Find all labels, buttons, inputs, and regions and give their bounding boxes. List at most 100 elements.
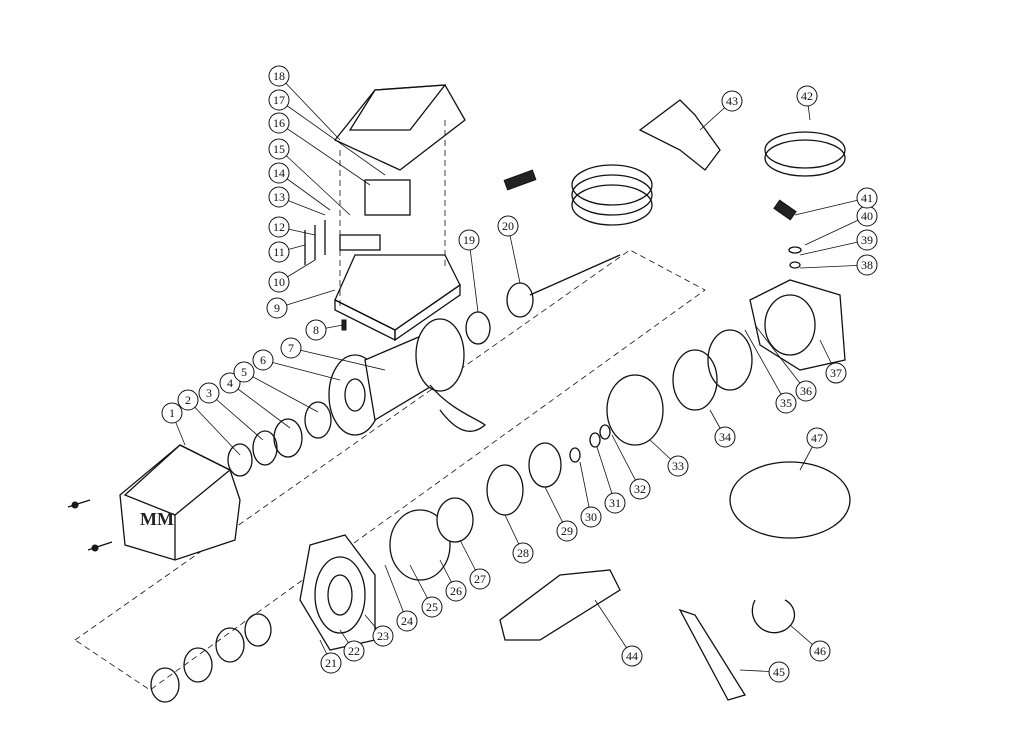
part-callout: 19 [458, 229, 480, 313]
callout-circle [604, 492, 626, 514]
part-callout: 8 [305, 319, 344, 341]
part-callout: 27 [459, 539, 491, 590]
callout-number: 40 [861, 209, 873, 223]
callout-number: 3 [206, 386, 212, 400]
part-callout: 39 [799, 229, 878, 256]
control-box-assembly [304, 84, 466, 342]
callout-circle [795, 380, 817, 402]
part-callout: 40 [804, 205, 878, 246]
callout-number: 37 [830, 366, 842, 380]
callout-circle [268, 271, 290, 293]
callout-number: 30 [585, 510, 597, 524]
callout-circle [198, 382, 220, 404]
callout-circle [268, 138, 290, 160]
part-callout: 11 [268, 241, 306, 263]
callout-circle [268, 65, 290, 87]
end-housing: MM [67, 444, 241, 561]
callout-circle [161, 402, 183, 424]
part-callout: 12 [268, 216, 316, 238]
callout-circle [266, 297, 288, 319]
leader-line [804, 215, 868, 246]
part-callout: 2 [177, 389, 241, 456]
callout-number: 42 [801, 89, 813, 103]
part-callout: 46 [789, 624, 831, 662]
callout-circle [396, 610, 418, 632]
leader-line [754, 324, 807, 392]
callout-circle [809, 640, 831, 662]
callout-number: 22 [348, 644, 360, 658]
callout-circle [305, 319, 327, 341]
part-callout: 45 [739, 661, 790, 683]
callout-circle [856, 187, 878, 209]
leader-line [243, 371, 319, 413]
callout-number: 23 [377, 629, 389, 643]
callout-number: 41 [861, 191, 873, 205]
leader-line [229, 382, 291, 429]
callout-number: 43 [726, 94, 738, 108]
callout-circle [556, 520, 578, 542]
callout-number: 45 [773, 665, 785, 679]
gearbox-end-plate [150, 534, 376, 703]
callout-number: 24 [401, 614, 413, 628]
part-callout: 26 [439, 559, 467, 602]
callout-number: 34 [719, 430, 731, 444]
part-callout: 23 [364, 614, 394, 647]
callout-number: 18 [273, 69, 285, 83]
part-callout: 5 [233, 361, 319, 413]
callout-number: 5 [241, 365, 247, 379]
callout-circle [233, 361, 255, 383]
logo-mark: MM [140, 509, 174, 529]
callout-number: 33 [672, 459, 684, 473]
part-callout: 33 [649, 439, 689, 477]
leader-line [799, 239, 868, 256]
callout-circle [320, 652, 342, 674]
callout-circle [268, 186, 290, 208]
part-callout: 25 [409, 564, 443, 618]
callout-circle [469, 568, 491, 590]
callout-number: 38 [861, 258, 873, 272]
callout-number: 20 [502, 219, 514, 233]
part-callout: 6 [252, 349, 341, 381]
callout-circle [856, 254, 878, 276]
part-callout: 32 [611, 434, 651, 500]
callout-circle [268, 216, 290, 238]
accessories [499, 461, 851, 701]
callout-number: 46 [814, 644, 826, 658]
callout-circle [268, 241, 290, 263]
leader-line [468, 239, 479, 313]
part-callout: 34 [709, 409, 736, 448]
part-callout: 30 [579, 461, 602, 528]
part-callout: 3 [198, 382, 264, 441]
callout-number: 13 [273, 190, 285, 204]
part-callout: 15 [268, 138, 351, 216]
leader-line [290, 347, 386, 371]
part-callout: 22 [339, 629, 365, 662]
callout-number: 10 [273, 275, 285, 289]
callout-number: 4 [227, 376, 233, 390]
callout-number: 11 [273, 245, 285, 259]
callout-circle [268, 112, 290, 134]
callout-circle [775, 392, 797, 414]
callout-circle [856, 229, 878, 251]
callout-number: 12 [273, 220, 285, 234]
part-callout: 31 [596, 446, 626, 514]
callout-number: 39 [861, 233, 873, 247]
callout-number: 2 [185, 393, 191, 407]
callout-number: 28 [517, 546, 529, 560]
callout-number: 17 [273, 93, 285, 107]
callout-number: 7 [288, 341, 294, 355]
callout-number: 31 [609, 496, 621, 510]
callout-circle [629, 478, 651, 500]
callout-circle [343, 640, 365, 662]
callout-circle [445, 580, 467, 602]
callout-circle [721, 90, 743, 112]
leader-line [278, 75, 341, 141]
bushing-rings [227, 401, 332, 477]
callout-circle [796, 85, 818, 107]
leader-line [799, 264, 868, 269]
callout-circle [252, 349, 274, 371]
leader-line [278, 172, 331, 211]
callout-number: 35 [780, 396, 792, 410]
